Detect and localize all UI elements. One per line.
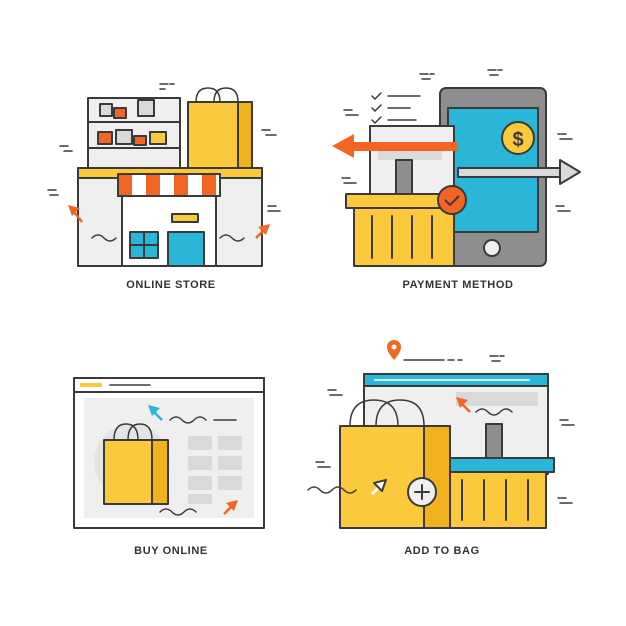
cursor-arrow-icon bbox=[456, 397, 513, 416]
decoration-dashes bbox=[315, 355, 575, 504]
arrow-left-icon bbox=[332, 134, 458, 158]
cursor-arrow-icon bbox=[148, 405, 237, 424]
add-to-bag-label: ADD TO BAG bbox=[404, 545, 480, 557]
payment-method-label: PAYMENT METHOD bbox=[402, 279, 514, 291]
cursor-arrow-icon bbox=[255, 224, 270, 239]
storefront-icon bbox=[77, 167, 263, 267]
add-to-bag-icon bbox=[307, 340, 575, 529]
shopping-bag-icon bbox=[103, 423, 169, 505]
check-badge-icon bbox=[437, 185, 467, 215]
shopping-basket-icon bbox=[345, 159, 463, 267]
dollar-coin-icon: $ bbox=[501, 121, 535, 155]
product-grid-icon bbox=[188, 436, 242, 504]
location-pin-icon bbox=[387, 340, 463, 361]
decoration-dashes bbox=[47, 83, 281, 212]
buy-online-icon bbox=[73, 377, 265, 529]
cursor-arrow-icon bbox=[68, 205, 83, 223]
svg-text:$: $ bbox=[512, 129, 523, 151]
shelf-icon bbox=[87, 97, 181, 169]
shopping-basket-icon bbox=[431, 423, 555, 529]
cursor-arrow-icon bbox=[159, 500, 238, 516]
payment-method-icon: $ bbox=[332, 69, 581, 267]
online-store-icon bbox=[47, 83, 281, 267]
add-circle-icon bbox=[407, 477, 437, 507]
online-store-label: ONLINE STORE bbox=[126, 279, 216, 291]
shopping-bag-icon bbox=[339, 399, 451, 529]
cursor-arrow-icon bbox=[307, 479, 387, 496]
checklist-icon bbox=[371, 92, 421, 125]
arrow-right-icon bbox=[457, 159, 581, 185]
shopping-bag-icon bbox=[187, 87, 253, 169]
buy-online-label: BUY ONLINE bbox=[134, 545, 208, 557]
decoration-dashes bbox=[341, 69, 573, 212]
